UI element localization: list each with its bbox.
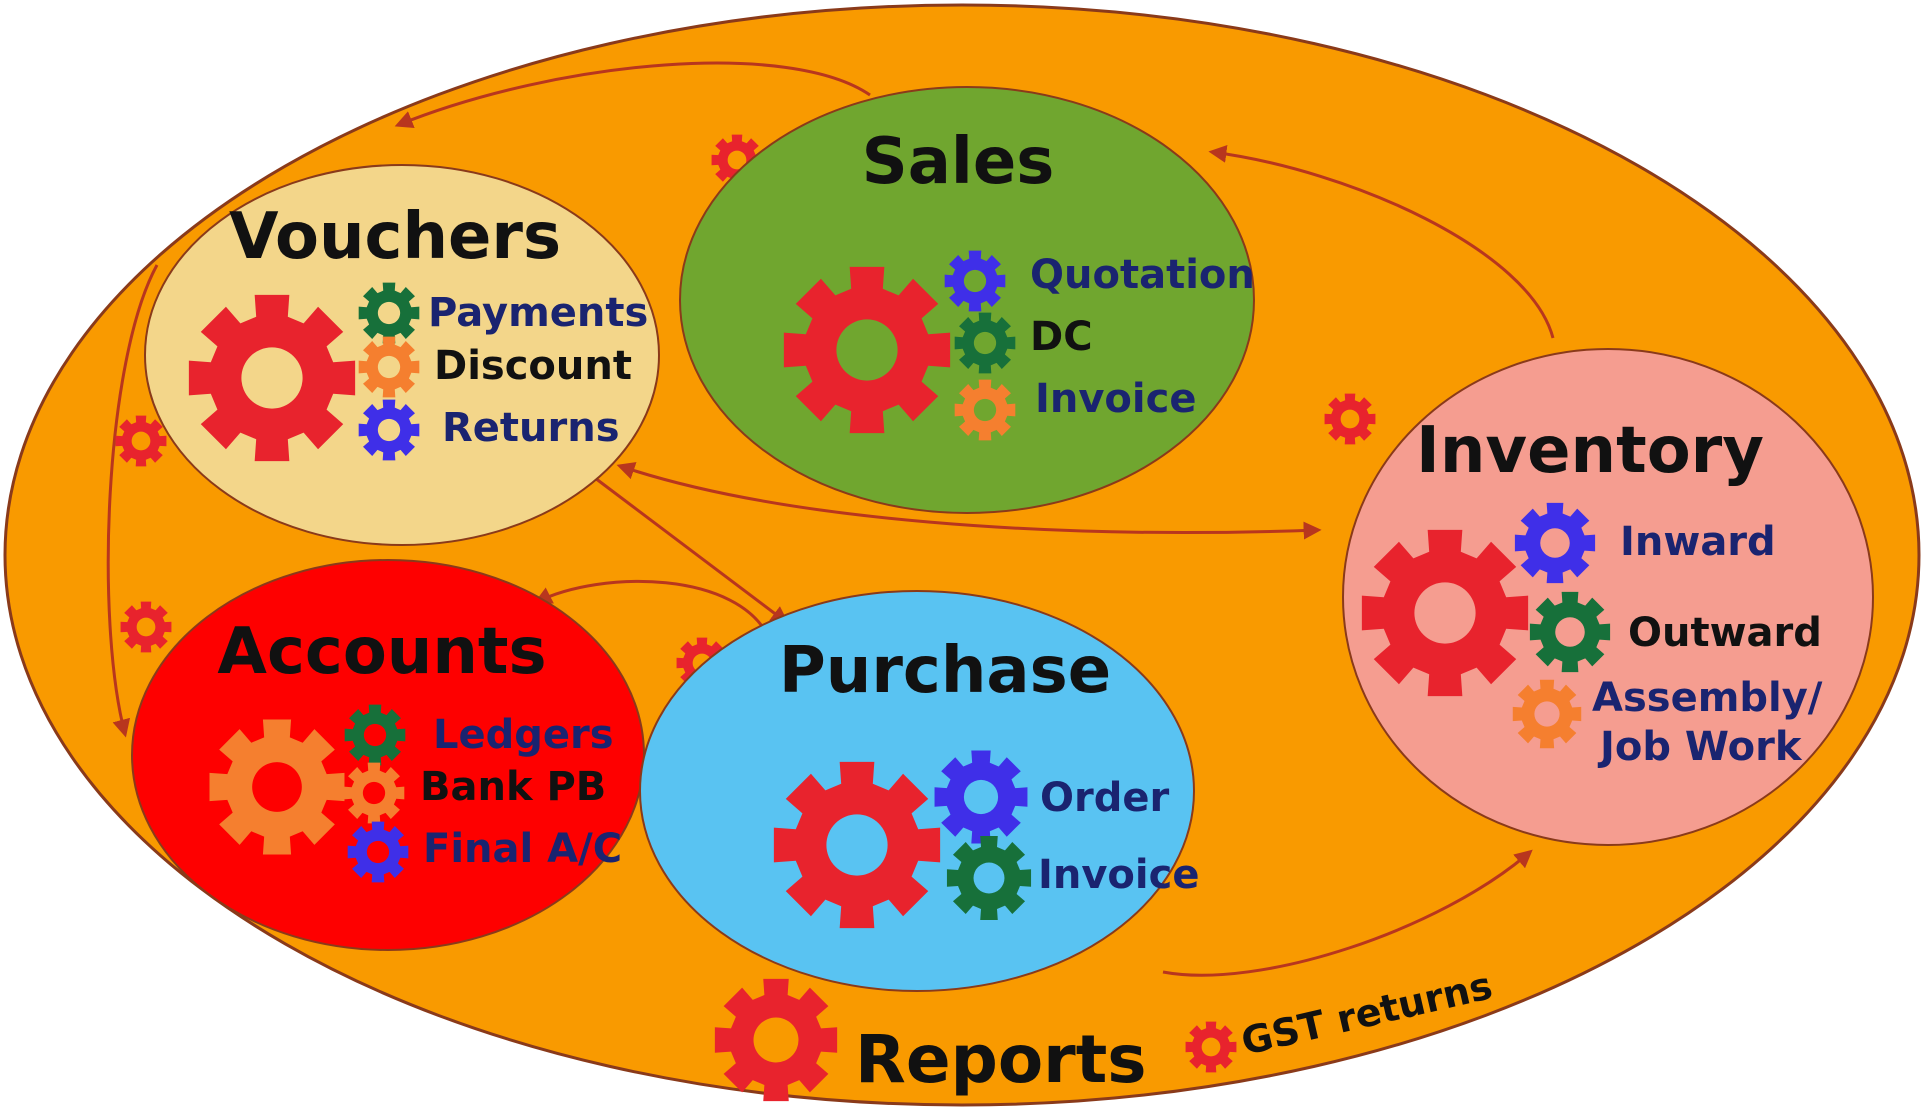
gear-icon [1185,1021,1237,1073]
gear-icon [120,601,172,653]
arrow-vouchers-purchase [594,476,789,625]
arrow-purchase-inventory [1162,849,1533,977]
vouchers-title: Vouchers [229,200,561,274]
gear-icon [954,312,1016,374]
gear-icon [115,415,167,467]
arrow-vouchers-inventory [616,462,1322,540]
vouchers-item-returns: Returns [442,405,620,451]
inventory-title: Inventory [1416,414,1764,488]
purchase-title: Purchase [779,634,1111,708]
module-purchase: Purchase Order Invoice [639,590,1199,992]
sales-item-quotation: Quotation [1030,252,1255,298]
module-vouchers: Vouchers Payments Discount Returns [144,164,660,546]
arrow-inventory-sales [1208,144,1555,339]
accounts-title: Accounts [217,615,546,689]
arrow-vouchers-top [394,61,871,128]
purchase-item-order: Order [1040,775,1169,821]
sales-title: Sales [862,125,1055,199]
reports-title: Reports [855,1021,1147,1098]
inventory-item-inward: Inward [1620,519,1776,565]
purchase-item-invoice: Invoice [1038,852,1199,898]
inventory-item-assembly: Assembly/ [1592,675,1823,721]
reports-section: Reports GST returns [714,963,1496,1102]
inventory-ellipse [1342,348,1874,846]
arrow-vouchers-accounts [106,264,159,738]
gear-icon [358,399,420,461]
accounts-item-ledgers: Ledgers [433,712,614,758]
vouchers-item-payments: Payments [428,290,648,336]
module-sales: Sales Quotation DC Invoice [679,86,1255,514]
sales-item-dc: DC [1030,314,1093,360]
accounts-item-bankpb: Bank PB [420,764,606,810]
sales-item-invoice: Invoice [1035,376,1196,422]
inventory-item-jobwork: Job Work [1597,724,1803,770]
arrow-purchase-accounts [533,579,772,641]
accounts-item-finalac: Final A/C [423,826,622,872]
module-inventory: Inventory Inward Outward Assembly/ Job W… [1342,348,1874,846]
inventory-item-outward: Outward [1628,610,1822,656]
module-accounts: Accounts Ledgers Bank PB Final A/C [131,559,645,951]
vouchers-item-discount: Discount [434,343,632,389]
